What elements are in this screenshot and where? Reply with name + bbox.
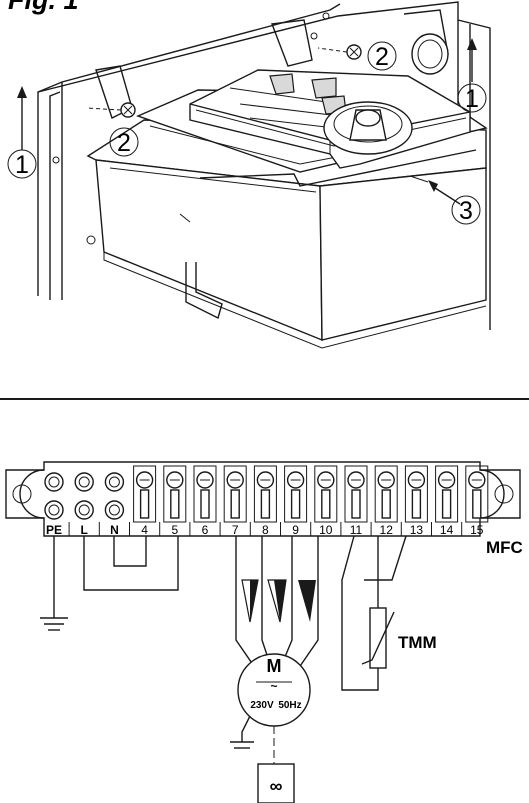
- terminal-label: 14: [440, 523, 454, 537]
- motor-label: M: [267, 656, 282, 676]
- terminal-label: 7: [232, 523, 239, 537]
- speed-wedge-low: [241, 579, 259, 623]
- screw-left: [85, 102, 136, 118]
- terminal-13: 13: [400, 465, 428, 537]
- figure-title: Fig. 1: [8, 0, 79, 15]
- terminal-7: 7: [219, 465, 247, 537]
- terminal-label: 13: [410, 523, 424, 537]
- motor-symbol: M ~ 230V 50Hz: [237, 653, 311, 727]
- terminal-label: 9: [292, 523, 299, 537]
- terminal-pe: PE: [44, 472, 64, 537]
- thermistor-symbol: [361, 607, 395, 669]
- callout-2-left: 2: [109, 127, 139, 157]
- terminal-label: 5: [171, 523, 178, 537]
- terminal-12: 12: [370, 465, 398, 537]
- terminal-label: 8: [262, 523, 269, 537]
- terminal-15: 15: [461, 465, 489, 537]
- lift-arrow-right: [467, 38, 477, 82]
- terminal-14: 14: [431, 465, 459, 537]
- screw-right: [317, 44, 362, 60]
- terminal-label: L: [81, 523, 88, 537]
- terminal-l: L: [68, 472, 94, 537]
- speed-wedge-high: [298, 580, 316, 622]
- wiring-diagram: PE L N 4 5 6 7 8 9 10 11 12 13 14 15 MFC: [5, 461, 523, 803]
- ground-symbol-pe: [40, 536, 68, 631]
- terminal-label: 6: [202, 523, 209, 537]
- terminal-label: N: [110, 523, 119, 537]
- callout-3: 3: [451, 195, 481, 225]
- terminal-label: 15: [470, 523, 484, 537]
- svg-text:2: 2: [117, 129, 131, 157]
- terminal-11: 11: [340, 465, 368, 537]
- callout-2-right: 2: [367, 41, 397, 71]
- terminal-6: 6: [189, 465, 217, 537]
- terminal-label: 11: [350, 523, 363, 537]
- mfc-label: MFC: [486, 538, 523, 557]
- tmm-label: TMM: [398, 633, 437, 652]
- unit-illustration: Fig. 1: [7, 0, 491, 349]
- callout-1-left: 1: [7, 149, 37, 179]
- terminal-n: N: [98, 472, 125, 537]
- terminal-4: 4: [129, 465, 157, 537]
- terminal-block: PE L N 4 5 6 7 8 9 10 11 12 13 14 15: [44, 465, 489, 537]
- capacitor-box: ∞: [257, 763, 295, 803]
- terminal-5: 5: [159, 465, 187, 537]
- terminal-label: 12: [380, 523, 394, 537]
- terminal-label: 4: [141, 523, 148, 537]
- motor-voltage: 230V: [250, 700, 274, 711]
- terminal-label: PE: [46, 523, 62, 537]
- capacitor-symbol: ∞: [270, 776, 283, 796]
- terminal-8: 8: [249, 465, 277, 537]
- svg-text:1: 1: [15, 151, 29, 179]
- svg-text:3: 3: [459, 197, 473, 225]
- lift-arrow-left: [17, 86, 27, 150]
- speed-wedge-mid: [267, 579, 287, 623]
- terminal-9: 9: [280, 465, 308, 537]
- ground-symbol-motor: [230, 715, 254, 749]
- terminal-label: 10: [319, 523, 333, 537]
- svg-text:1: 1: [465, 85, 479, 113]
- callout-1-right: 1: [457, 83, 487, 113]
- motor-frequency: 50Hz: [278, 700, 301, 711]
- svg-text:2: 2: [375, 43, 389, 71]
- motor-ac-symbol: ~: [270, 679, 277, 693]
- terminal-10: 10: [310, 465, 338, 537]
